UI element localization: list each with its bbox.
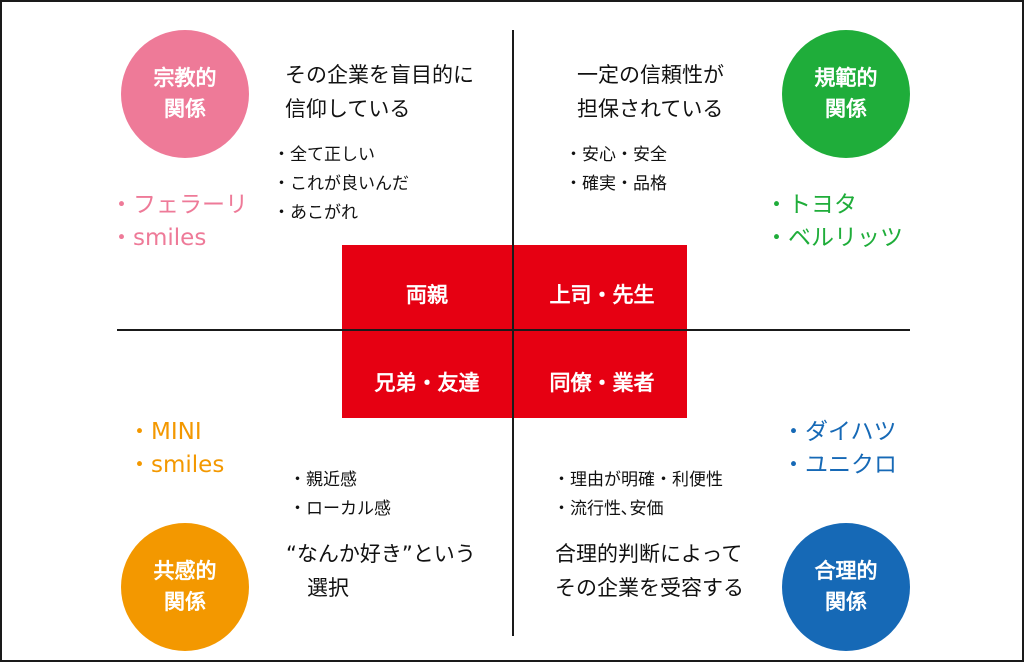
religious-description: その企業を盲目的に 信仰している: [285, 58, 474, 126]
rational-description: 合理的判断によって その企業を受容する: [555, 537, 744, 605]
religious-circle-line-2: 関係: [164, 97, 206, 121]
vertical-axis: [512, 30, 514, 636]
religious-bullet-2: ・これが良いんだ: [273, 174, 409, 194]
normative-circle-line-1: 規範的: [814, 66, 878, 90]
normative-description-line-1: 一定の信頼性が: [577, 63, 724, 87]
rational-brand-1: ・ダイハツ: [782, 419, 897, 445]
rational-bullet-2: ・流行性､安価: [553, 499, 664, 519]
rational-bullet-1: ・理由が明確・利便性: [553, 470, 723, 490]
religious-bullet-1: ・全て正しい: [273, 145, 375, 165]
empathy-circle-line-1: 共感的: [153, 559, 217, 583]
center-cell-siblings-friends: 兄弟・友達: [374, 370, 480, 395]
normative-bullets: ・安心・安全 ・確実・品格: [565, 141, 667, 199]
rational-circle-line-1: 合理的: [814, 559, 878, 583]
rational-circle: 合理的 関係: [782, 523, 910, 651]
normative-circle-line-2: 関係: [825, 97, 867, 121]
rational-brand-2: ・ユニクロ: [782, 452, 897, 478]
normative-description-line-2: 担保されている: [577, 97, 724, 121]
rational-description-line-1: 合理的判断によって: [555, 542, 743, 566]
rational-bullets: ・理由が明確・利便性 ・流行性､安価: [553, 466, 723, 524]
empathy-bullet-2: ・ローカル感: [289, 499, 391, 519]
normative-bullet-1: ・安心・安全: [565, 145, 667, 165]
normative-description: 一定の信頼性が 担保されている: [577, 58, 724, 126]
empathy-brand-2: ・smiles: [128, 452, 225, 478]
religious-brand-1: ・フェラーリ: [110, 192, 248, 218]
normative-brands: ・トヨタ ・ベルリッツ: [765, 189, 903, 255]
normative-brand-2: ・ベルリッツ: [765, 225, 903, 251]
religious-brand-2: ・smiles: [110, 225, 207, 251]
empathy-bullet-1: ・親近感: [289, 470, 357, 490]
empathy-circle-line-2: 関係: [164, 590, 206, 614]
religious-circle-line-1: 宗教的: [153, 66, 217, 90]
empathy-description-line-2: 選択: [286, 576, 349, 600]
empathy-brands: ・MINI ・smiles: [128, 416, 224, 482]
empathy-circle: 共感的 関係: [121, 523, 249, 651]
rational-description-line-2: その企業を受容する: [555, 576, 744, 600]
normative-brand-1: ・トヨタ: [765, 192, 857, 218]
religious-description-line-1: その企業を盲目的に: [285, 63, 474, 87]
rational-circle-line-2: 関係: [825, 590, 867, 614]
normative-circle: 規範的 関係: [782, 30, 910, 158]
center-cell-colleagues-vendors: 同僚・業者: [549, 370, 655, 395]
horizontal-axis: [117, 329, 910, 331]
religious-bullets: ・全て正しい ・これが良いんだ ・あこがれ: [273, 141, 409, 228]
empathy-description: “なんか好き”という 選択: [286, 537, 476, 605]
religious-bullet-3: ・あこがれ: [273, 203, 358, 223]
rational-brands: ・ダイハツ ・ユニクロ: [782, 416, 897, 482]
empathy-bullets: ・親近感 ・ローカル感: [289, 466, 391, 524]
center-cell-boss-teacher: 上司・先生: [549, 282, 655, 307]
center-matrix: [342, 245, 687, 418]
religious-description-line-2: 信仰している: [285, 97, 411, 121]
religious-circle: 宗教的 関係: [121, 30, 249, 158]
empathy-description-line-1: “なんか好き”という: [286, 542, 476, 566]
religious-brands: ・フェラーリ ・smiles: [110, 189, 248, 255]
empathy-brand-1: ・MINI: [128, 419, 202, 445]
normative-bullet-2: ・確実・品格: [565, 174, 667, 194]
center-cell-parents: 両親: [406, 282, 448, 307]
